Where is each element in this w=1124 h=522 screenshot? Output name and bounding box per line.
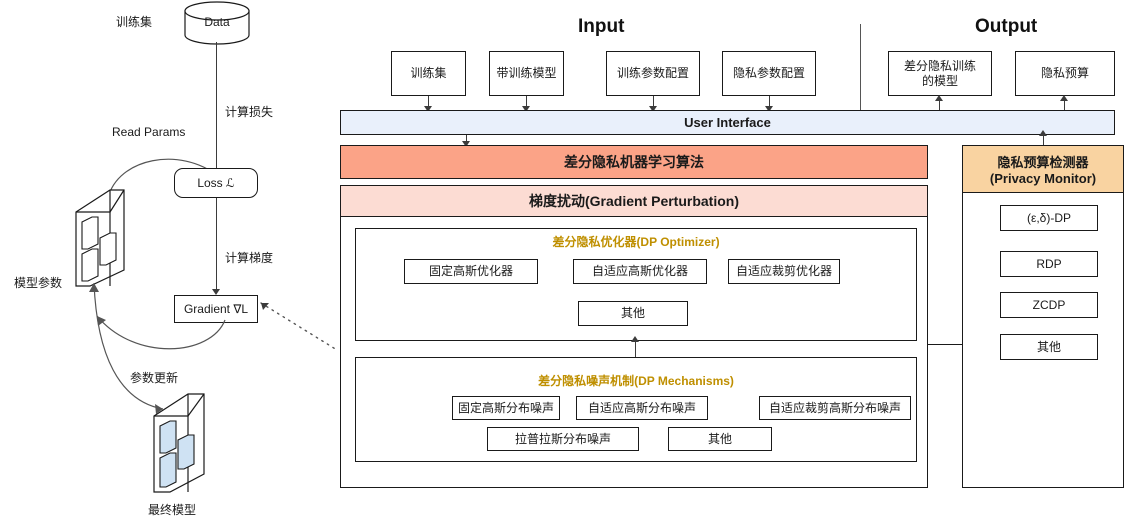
output-box-0[interactable]: 差分隐私训练 的模型 bbox=[888, 51, 992, 96]
conn-ui-output1 bbox=[1064, 100, 1066, 112]
dp-mechanism-item-3[interactable]: 拉普拉斯分布噪声 bbox=[487, 427, 639, 451]
conn-algorithm-to-monitor bbox=[928, 344, 964, 346]
dp-mechanism-item-1[interactable]: 自适应高斯分布噪声 bbox=[576, 396, 708, 420]
arrow-ui-output1 bbox=[1060, 95, 1068, 101]
input-output-divider bbox=[860, 24, 862, 110]
privacy-monitor-item-0[interactable]: (ε,δ)-DP bbox=[1000, 205, 1098, 231]
dp-mechanisms-title: 差分隐私噪声机制(DP Mechanisms) bbox=[538, 374, 734, 388]
dp-optimizer-item-2[interactable]: 自适应裁剪优化器 bbox=[728, 259, 840, 284]
data-store-cylinder bbox=[183, 1, 251, 45]
dp-optimizer-title: 差分隐私优化器(DP Optimizer) bbox=[552, 235, 720, 249]
label-final-model: 最终模型 bbox=[148, 503, 197, 517]
privacy-monitor-header-line2: (Privacy Monitor) bbox=[989, 171, 1097, 186]
privacy-monitor-item-3[interactable]: 其他 bbox=[1000, 334, 1098, 360]
conn-mechanisms-to-optimizer bbox=[635, 341, 637, 357]
input-box-0[interactable]: 训练集 bbox=[391, 51, 466, 96]
label-param-update: 参数更新 bbox=[130, 371, 179, 385]
section-title-input: Input bbox=[578, 16, 625, 37]
final-model-server-icon bbox=[150, 390, 210, 494]
input-box-3[interactable]: 隐私参数配置 bbox=[722, 51, 816, 96]
section-title-output: Output bbox=[975, 16, 1038, 37]
node-loss[interactable]: Loss ℒ bbox=[174, 168, 258, 198]
conn-ui-output0 bbox=[939, 100, 941, 112]
model-params-server-icon bbox=[72, 186, 128, 288]
arrow-loss-to-gradient bbox=[212, 289, 220, 295]
label-compute-gradient: 计算梯度 bbox=[225, 251, 274, 265]
curve-param-update bbox=[96, 315, 226, 350]
data-store-label: Data bbox=[204, 15, 230, 29]
label-read-params: Read Params bbox=[112, 125, 186, 139]
arrow-mechanisms-to-optimizer bbox=[631, 336, 639, 342]
arrow-input3-ui bbox=[765, 106, 773, 112]
dp-optimizer-item-0[interactable]: 固定高斯优化器 bbox=[404, 259, 538, 284]
dp-mechanism-item-0[interactable]: 固定高斯分布噪声 bbox=[452, 396, 560, 420]
privacy-monitor-item-1[interactable]: RDP bbox=[1000, 251, 1098, 277]
dp-mechanism-item-2[interactable]: 自适应裁剪高斯分布噪声 bbox=[759, 396, 911, 420]
label-compute-loss: 计算损失 bbox=[225, 105, 274, 119]
privacy-monitor-header: 隐私预算检测器 (Privacy Monitor) bbox=[962, 145, 1124, 193]
conn-loss-to-gradient bbox=[216, 198, 218, 292]
perturbation-header-bar[interactable]: 梯度扰动(Gradient Perturbation) bbox=[340, 185, 928, 217]
dp-optimizer-item-1[interactable]: 自适应高斯优化器 bbox=[573, 259, 707, 284]
arrow-ui-output0 bbox=[935, 95, 943, 101]
conn-input2-ui bbox=[653, 96, 655, 110]
arrow-input0-ui bbox=[424, 106, 432, 112]
conn-ui-to-algorithm bbox=[466, 135, 468, 145]
conn-monitor-to-ui bbox=[1043, 135, 1045, 147]
output-box-1[interactable]: 隐私预算 bbox=[1015, 51, 1115, 96]
algorithm-header-bar[interactable]: 差分隐私机器学习算法 bbox=[340, 145, 928, 179]
dp-mechanism-item-4[interactable]: 其他 bbox=[668, 427, 772, 451]
conn-input3-ui bbox=[769, 96, 771, 110]
input-box-2[interactable]: 训练参数配置 bbox=[606, 51, 700, 96]
label-dataset: 训练集 bbox=[116, 15, 153, 29]
arrow-input2-ui bbox=[649, 106, 657, 112]
label-model-params: 模型参数 bbox=[14, 276, 63, 290]
node-gradient[interactable]: Gradient ∇L bbox=[174, 295, 258, 323]
curve-final-model-to-params bbox=[89, 282, 164, 414]
privacy-monitor-header-line1: 隐私预算检测器 bbox=[997, 155, 1089, 170]
user-interface-bar[interactable]: User Interface bbox=[340, 110, 1115, 135]
arrow-monitor-to-ui bbox=[1039, 130, 1047, 136]
input-box-1[interactable]: 带训练模型 bbox=[489, 51, 564, 96]
conn-input1-ui bbox=[526, 96, 528, 110]
conn-input0-ui bbox=[428, 96, 430, 110]
dotted-link-gradient-to-system bbox=[260, 302, 338, 351]
arrow-ui-to-algorithm bbox=[462, 141, 470, 147]
privacy-monitor-item-2[interactable]: ZCDP bbox=[1000, 292, 1098, 318]
dp-optimizer-item-3[interactable]: 其他 bbox=[578, 301, 688, 326]
conn-data-to-loss bbox=[216, 42, 218, 170]
arrow-input1-ui bbox=[522, 106, 530, 112]
